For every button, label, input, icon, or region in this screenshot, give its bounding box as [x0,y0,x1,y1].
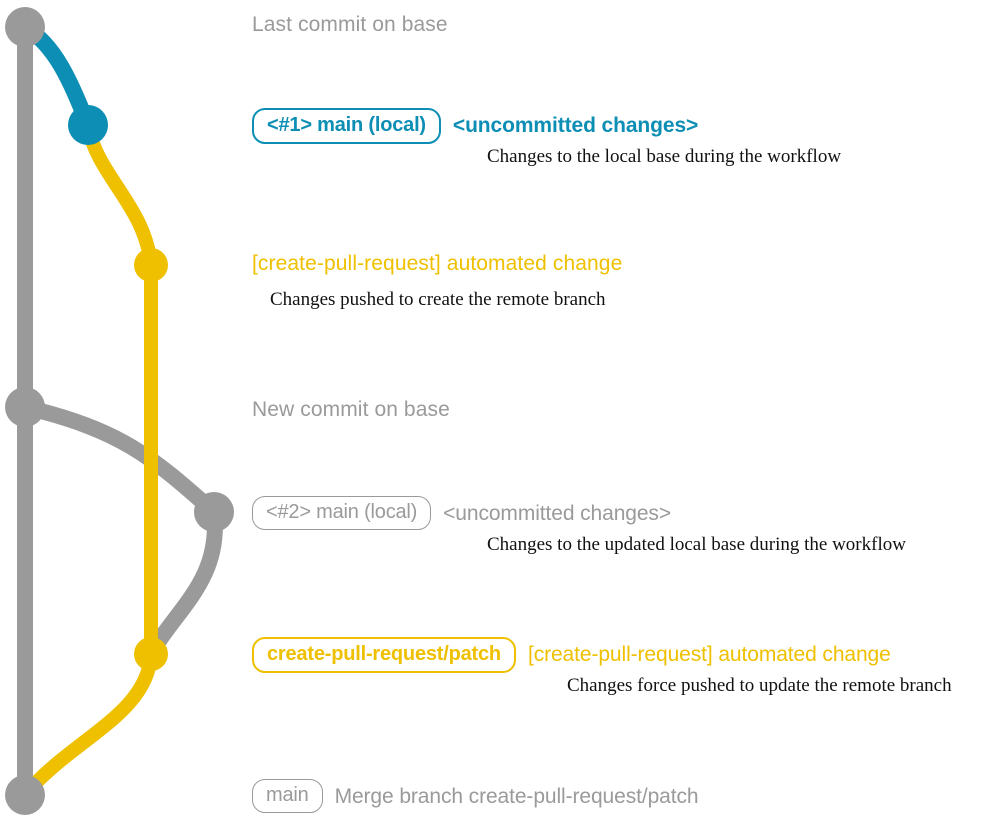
commit-subject: [create-pull-request] automated change [527,643,891,666]
branch-pill-main-local-2[interactable]: <#2> main (local) [252,496,432,530]
row-merge-commit: main Merge branch create-pull-request/pa… [252,779,699,813]
commit-description: Changes force pushed to update the remot… [567,675,952,696]
commit-description: Changes pushed to create the remote bran… [270,289,606,310]
row-local-commit-1: <#1> main (local) <uncommitted changes> [252,108,698,144]
row-patch-commit-1: [create-pull-request] automated change [252,251,622,277]
branch-pill-create-pull-request-patch[interactable]: create-pull-request/patch [252,637,516,673]
branch-pill-main-local-1[interactable]: <#1> main (local) [252,108,441,144]
commit-description: Changes to the local base during the wor… [487,146,842,167]
commit-node-local-1[interactable] [68,105,108,145]
row-last-commit-on-base: Last commit on base [252,12,448,38]
edge-local1-to-patch1 [81,118,158,272]
commit-subject: New commit on base [252,398,450,421]
commit-node-base-2[interactable] [5,387,45,427]
branch-pill-main[interactable]: main [252,779,323,813]
git-commit-graph [5,7,234,815]
row-local-commit-2: <#2> main (local) <uncommitted changes> [252,496,671,530]
commit-subject: <uncommitted changes> [452,114,699,137]
commit-node-merge[interactable] [5,775,45,815]
edge-local2-to-patch2 [143,504,223,662]
row-patch-commit-2: create-pull-request/patch [create-pull-r… [252,637,891,673]
commit-subject: <uncommitted changes> [443,502,671,525]
commit-subject: Merge branch create-pull-request/patch [334,785,699,808]
commit-node-base-head[interactable] [5,7,45,47]
commit-subject: [create-pull-request] automated change [252,252,623,275]
commit-node-patch-2[interactable] [134,637,168,671]
edge-patch2-to-merge [18,647,158,802]
commit-subject: Last commit on base [252,13,448,36]
row-new-commit-on-base: New commit on base [252,397,450,423]
edge-base-to-local2 [17,399,222,520]
commit-node-local-2[interactable] [194,492,234,532]
commit-description: Changes to the updated local base during… [487,534,906,555]
commit-node-patch-1[interactable] [134,248,168,282]
